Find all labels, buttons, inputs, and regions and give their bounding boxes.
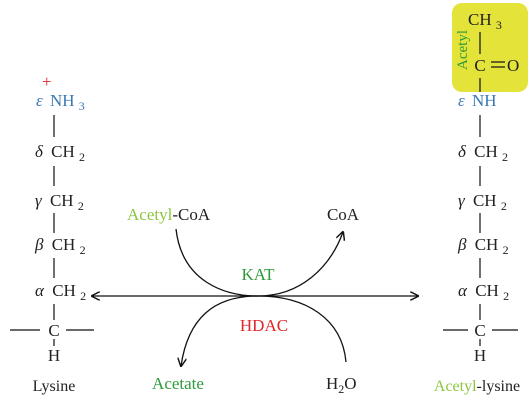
lysine-label: Lysine [33,378,76,395]
ch2-group: CH [474,142,498,161]
ch2-group: CH [475,235,499,254]
delta-symbol: δ [35,142,44,161]
positive-charge: + [42,72,52,91]
ch2-group: CH [475,281,499,300]
lysine-delta-carbon: δ CH 2 [35,142,85,164]
acetyl-lysine-backbone-carbon: C [474,321,485,340]
acetyl-group-highlight [452,3,528,92]
ch2-subscript: 2 [503,289,509,303]
methyl-group: CH 3 [468,10,502,32]
reaction-labels: Acetyl-CoA CoA KAT HDAC Acetate H2O [127,205,360,396]
acetate-label: Acetate [152,374,204,393]
acetyl-lysine-delta-carbon: δ CH 2 [458,142,508,164]
acetyl-lysine-beta-carbon: β CH 2 [457,235,509,257]
water-hydrogen: H [326,374,338,393]
acetyl-lysine-label-suffix: -lysine [477,378,521,395]
ch2-group: CH [51,142,75,161]
ch2-subscript: 2 [502,150,508,164]
lysine-alpha-carbon: α CH 2 [35,281,86,303]
lysine-backbone-carbon: C [48,321,59,340]
delta-symbol: δ [458,142,467,161]
alpha-symbol: α [35,281,45,300]
epsilon-symbol: ε [36,91,43,110]
ch3-subscript: 3 [496,18,502,32]
acetyl-vertical-label: Acetyl [455,30,471,70]
lysine-backbone-hydrogen: H [48,346,60,365]
ch2-subscript: 2 [79,150,85,164]
ch2-subscript: 2 [80,289,86,303]
water-oxygen: O [344,374,356,393]
ch2-subscript: 2 [80,243,86,257]
beta-symbol: β [34,235,44,254]
gamma-symbol: γ [35,191,43,210]
acetyl-coa-suffix: -CoA [172,205,211,224]
water-subscript: 2 [338,382,344,396]
reaction-arrows [92,228,418,366]
amine-subscript: 3 [79,99,85,113]
gamma-symbol: γ [458,191,466,210]
coa-label: CoA [327,205,360,224]
lysine-epsilon-amine: ε NH 3 [36,91,85,113]
kat-forward-arc [175,228,343,297]
acetyl-lysine-label: Acetyl-lysine [434,378,520,395]
amine-group: NH [50,91,75,110]
acetyl-lysine-epsilon-amide: ε NH [458,91,497,110]
alpha-symbol: α [458,281,468,300]
hdac-enzyme-label: HDAC [240,316,288,335]
ch2-subscript: 2 [503,243,509,257]
ch2-subscript: 2 [501,199,507,213]
water-label: H2O [326,374,357,396]
ch2-group: CH [50,191,74,210]
lysine-gamma-carbon: γ CH 2 [35,191,84,213]
beta-symbol: β [457,235,467,254]
epsilon-symbol: ε [458,91,465,110]
lysine-structure: + ε NH 3 δ CH 2 γ CH 2 β CH 2 α CH 2 [10,72,94,395]
acetyl-lysine-backbone-hydrogen: H [474,346,486,365]
lysine-beta-carbon: β CH 2 [34,235,86,257]
acetyl-coa-label: Acetyl-CoA [127,205,211,224]
amide-group: NH [472,91,497,110]
acetyl-lysine-gamma-carbon: γ CH 2 [458,191,507,213]
acetyl-lysine-label-prefix: Acetyl [434,378,477,395]
acetyl-lysine-structure: Acetyl CH 3 C O ε NH δ CH 2 γ CH 2 [434,3,528,395]
acetyl-coa-prefix: Acetyl [127,205,173,224]
carbonyl-carbon: C [474,56,485,75]
hdac-reverse-arc [181,295,347,366]
ch2-subscript: 2 [78,199,84,213]
carbonyl-oxygen: O [507,56,519,75]
ch3-group: CH [468,10,492,29]
acetyl-lysine-alpha-carbon: α CH 2 [458,281,509,303]
ch2-group: CH [52,281,76,300]
kat-enzyme-label: KAT [241,265,275,284]
ch2-group: CH [473,191,497,210]
ch2-group: CH [52,235,76,254]
